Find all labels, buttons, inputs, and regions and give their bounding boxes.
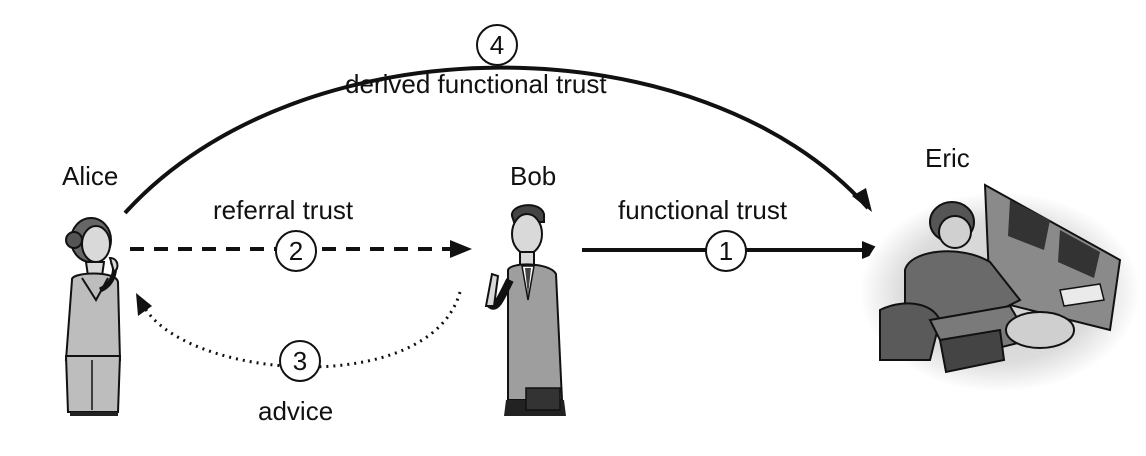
bob-figure xyxy=(484,204,566,416)
functional-trust-label: functional trust xyxy=(618,195,788,225)
referral-trust-arrowhead xyxy=(450,240,472,258)
eric-label: Eric xyxy=(925,143,970,173)
alice-figure xyxy=(64,217,122,416)
advice-label: advice xyxy=(258,396,334,426)
derived-trust-arrow xyxy=(123,65,870,215)
derived-trust-arrowhead xyxy=(852,188,872,212)
derived-trust-label: derived functional trust xyxy=(345,69,607,99)
edge-number-1: 1 xyxy=(705,230,747,272)
edge-number-2: 2 xyxy=(275,230,317,272)
alice-label: Alice xyxy=(62,161,119,191)
edge-number-4: 4 xyxy=(476,24,518,66)
referral-trust-label: referral trust xyxy=(213,195,354,225)
eric-figure xyxy=(860,183,1140,392)
edge-number-3: 3 xyxy=(279,340,321,382)
advice-arrowhead xyxy=(136,293,152,316)
bob-label: Bob xyxy=(510,161,557,191)
